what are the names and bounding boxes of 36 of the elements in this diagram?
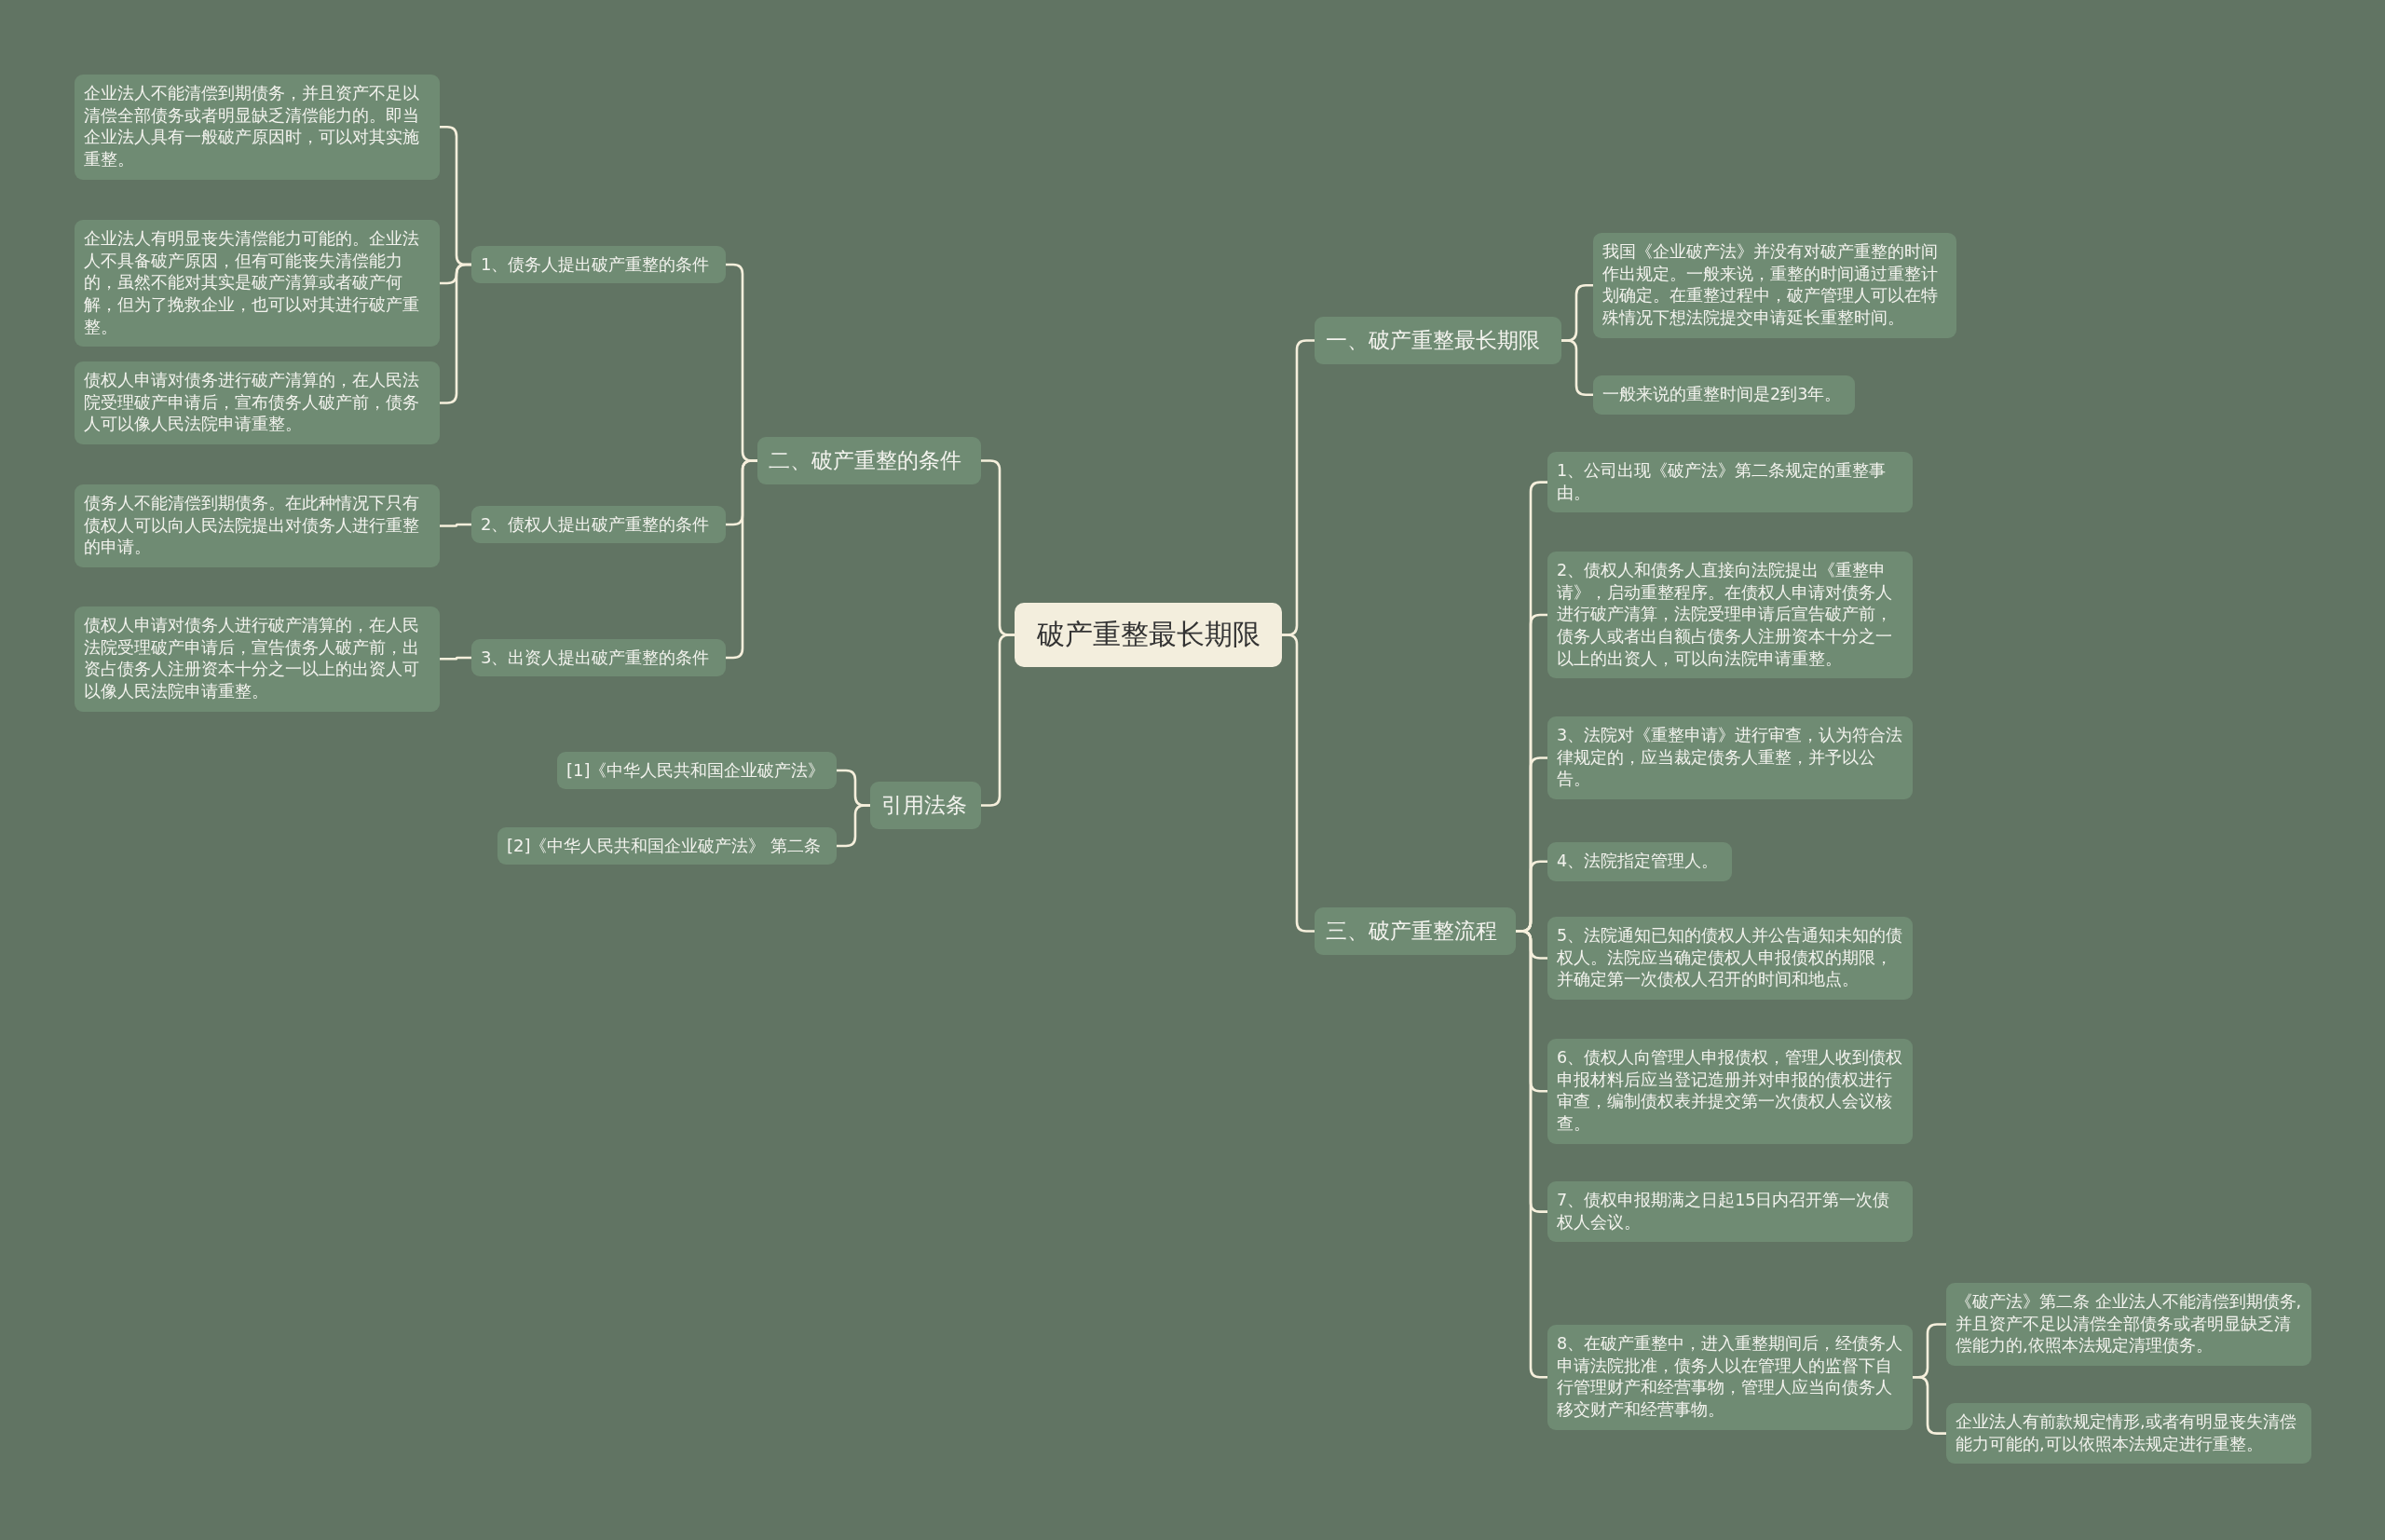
subtopic-box: 2、债权人提出破产重整的条件 bbox=[471, 506, 726, 543]
note-box: 企业法人有前款规定情形,或者有明显丧失清偿能力可能的,可以依照本法规定进行重整。 bbox=[1946, 1403, 2311, 1465]
branch-topic: 引用法条 bbox=[870, 782, 981, 829]
note-box: 5、法院通知已知的债权人并公告通知未知的债权人。法院应当确定债权人申报债权的期限，并确定第一次债权人召开的时间和地点。 bbox=[1547, 917, 1913, 1000]
connector-line bbox=[440, 656, 471, 661]
subtopic-box: 3、出资人提出破产重整的条件 bbox=[471, 639, 726, 676]
note-box: 一般来说的重整时间是2到3年。 bbox=[1593, 375, 1855, 415]
note-box: 债权人申请对债务人进行破产清算的，在人民法院受理破产申请后，宣告债务人破产前，出资占债务人注册资本十分之一以上的出资人可以像人民法院申请重整。 bbox=[75, 606, 440, 712]
note-box: 4、法院指定管理人。 bbox=[1547, 842, 1732, 881]
note-box: 3、法院对《重整申请》进行审查，认为符合法律规定的，应当裁定债务人重整，并予以公告。 bbox=[1547, 716, 1913, 799]
note-box: 6、债权人向管理人申报债权，管理人收到债权申报材料后应当登记造册并对申报的债权进行审查，编制债权表并提交第一次债权人会议核查。 bbox=[1547, 1039, 1913, 1144]
branch-topic: 三、破产重整流程 bbox=[1315, 907, 1516, 955]
connector-line bbox=[1913, 1375, 1946, 1435]
note-box: 企业法人不能清偿到期债务，并且资产不足以清偿全部债务或者明显缺乏清偿能力的。即当企业法人具有一般破产原因时，可以对其实施重整。 bbox=[75, 75, 440, 180]
connector-line bbox=[1282, 634, 1315, 933]
note-box: 7、债权申报期满之日起15日内召开第一次债权人会议。 bbox=[1547, 1181, 1913, 1243]
subtopic-box: 1、债务人提出破产重整的条件 bbox=[471, 246, 726, 283]
connector-line bbox=[837, 804, 870, 848]
branch-topic: 二、破产重整的条件 bbox=[757, 437, 981, 484]
branch-topic: 一、破产重整最长期限 bbox=[1315, 317, 1561, 364]
note-box: 我国《企业破产法》并没有对破产重整的时间作出规定。一般来说，重整的时间通过重整计划确定。在重整过程中，破产管理人可以在特殊情况下想法院提交申请延长重整时间。 bbox=[1593, 233, 1956, 338]
note-box: 8、在破产重整中，进入重整期间后，经债务人申请法院批准，债务人以在管理人的监督下自行管理财产和经营事物，管理人应当向债务人移交财产和经营事物。 bbox=[1547, 1325, 1913, 1430]
central-topic: 破产重整最长期限 bbox=[1015, 603, 1282, 667]
note-box: 2、债权人和债务人直接向法院提出《重整申请》，启动重整程序。在债权人申请对债务人进行破产清算，法院受理申请后宣告破产前，债务人或者出自额占债务人注册资本十分之一以上的出资人，可以向法院申请重整。 bbox=[1547, 552, 1913, 679]
note-box: 《破产法》第二条 企业法人不能清偿到期债务,并且资产不足以清偿全部债务或者明显缺乏清偿能力的,依照本法规定清理债务。 bbox=[1946, 1283, 2311, 1366]
subtopic-box: [1]《中华人民共和国企业破产法》 bbox=[557, 752, 837, 789]
note-box: 1、公司出现《破产法》第二条规定的重整事由。 bbox=[1547, 452, 1913, 513]
note-box: 债务人不能清偿到期债务。在此种情况下只有债权人可以向人民法院提出对债务人进行重整的申请。 bbox=[75, 484, 440, 567]
note-box: 债权人申请对债务进行破产清算的，在人民法院受理破产申请后，宣布债务人破产前，债务人可以像人民法院申请重整。 bbox=[75, 361, 440, 444]
note-box: 企业法人有明显丧失清偿能力可能的。企业法人不具备破产原因，但有可能丧失清偿能力的，虽然不能对其实是破产清算或者破产何解，但为了挽救企业，也可以对其进行破产重整。 bbox=[75, 220, 440, 348]
connector-line bbox=[440, 523, 471, 527]
connector-line bbox=[726, 459, 757, 660]
connector-line bbox=[1561, 339, 1593, 397]
subtopic-box: [2]《中华人民共和国企业破产法》 第二条 bbox=[497, 827, 837, 865]
connector-line bbox=[981, 634, 1015, 807]
connector-line bbox=[440, 263, 471, 404]
